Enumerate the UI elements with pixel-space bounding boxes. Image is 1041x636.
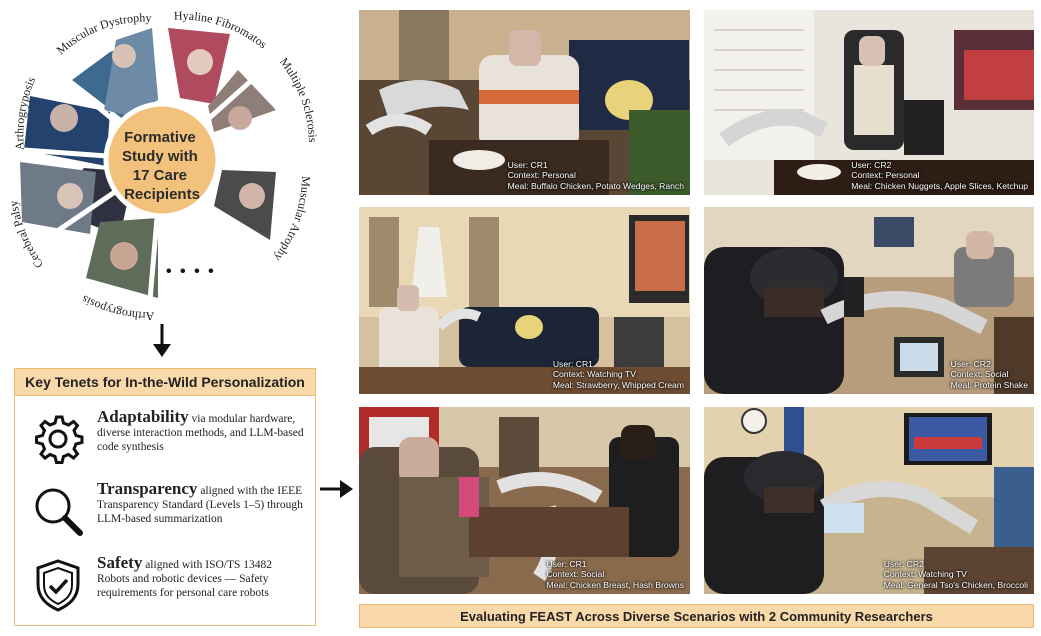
condition-label: Multiple Sclerosis — [277, 55, 320, 143]
magnifier-icon — [35, 488, 83, 536]
center-disc — [103, 101, 221, 219]
tenet-head: Adaptability — [97, 407, 189, 426]
down-arrow-icon — [153, 324, 171, 357]
more-participants-ellipsis: • • • • — [166, 263, 216, 280]
center-disc-text: Formative Study with 17 Care Recipients — [122, 129, 202, 203]
right-arrow-icon — [320, 480, 353, 498]
condition-label: Muscular Atrophy — [271, 176, 313, 264]
tenet-description: aligned with the IEEE Transparency Stand… — [97, 485, 303, 525]
shield-check-icon — [36, 559, 80, 612]
tenet-description: aligned with ISO/TS 13482 Robots and rob… — [97, 559, 273, 599]
tenets-box: Adaptability via modular hardware, diver… — [14, 396, 316, 626]
tenet-head: Transparency — [97, 479, 198, 498]
tenets-title: Key Tenets for In-the-Wild Personalizati… — [14, 368, 316, 396]
formative-study-wheel: Muscular Dystrophy Hyaline Fibromatosis … — [0, 0, 320, 320]
evaluation-banner: Evaluating FEAST Across Diverse Scenario… — [359, 604, 1034, 628]
gear-icon — [35, 415, 84, 464]
tenet-description: via modular hardware, diverse interactio… — [97, 413, 304, 453]
condition-label: Arthrogryposis — [79, 292, 154, 320]
tenet-head: Safety — [97, 553, 143, 572]
